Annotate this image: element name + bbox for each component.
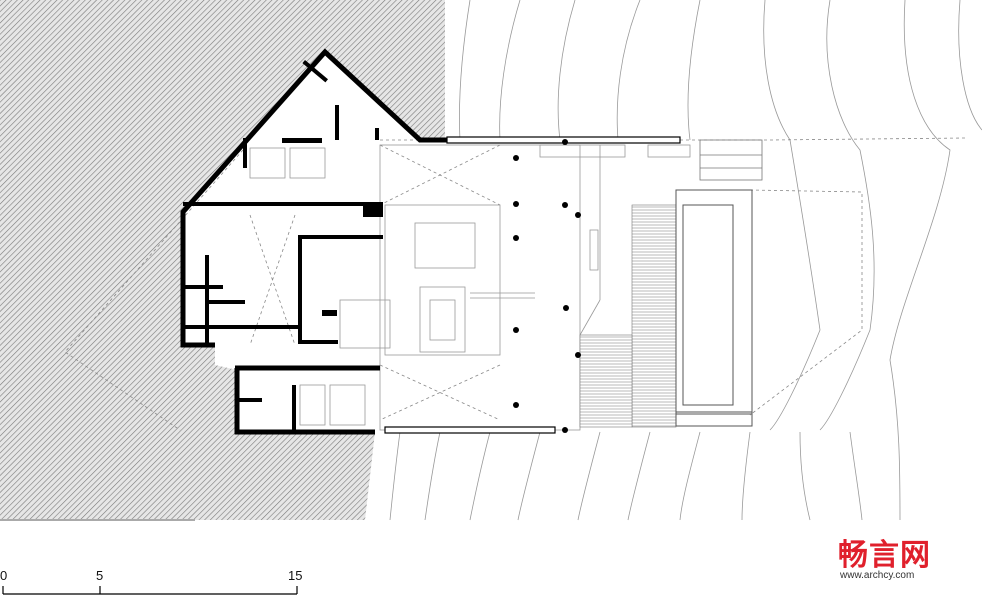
building-footprint	[183, 52, 447, 432]
scale-bar	[2, 586, 298, 595]
column	[563, 305, 569, 311]
column	[562, 427, 568, 433]
column	[513, 327, 519, 333]
contour-lines	[389, 0, 982, 521]
column	[562, 139, 568, 145]
interior-walls	[183, 60, 383, 430]
deck	[579, 204, 677, 428]
columns	[513, 139, 581, 433]
scale-label-0: 0	[0, 568, 8, 583]
scale-label-5: 5	[96, 568, 104, 583]
scale-label-15: 15	[288, 568, 303, 583]
balcony-rail-bottom	[384, 426, 556, 434]
watermark-url: www.archcy.com	[840, 570, 915, 581]
watermark-logo: 畅言网	[838, 538, 931, 573]
column	[575, 352, 581, 358]
column	[513, 235, 519, 241]
exterior-walls	[180, 48, 447, 435]
column	[562, 202, 568, 208]
pool	[675, 189, 753, 427]
steps	[699, 139, 763, 181]
column	[513, 155, 519, 161]
interior-details	[249, 144, 691, 431]
column	[513, 201, 519, 207]
column	[575, 212, 581, 218]
column	[513, 402, 519, 408]
